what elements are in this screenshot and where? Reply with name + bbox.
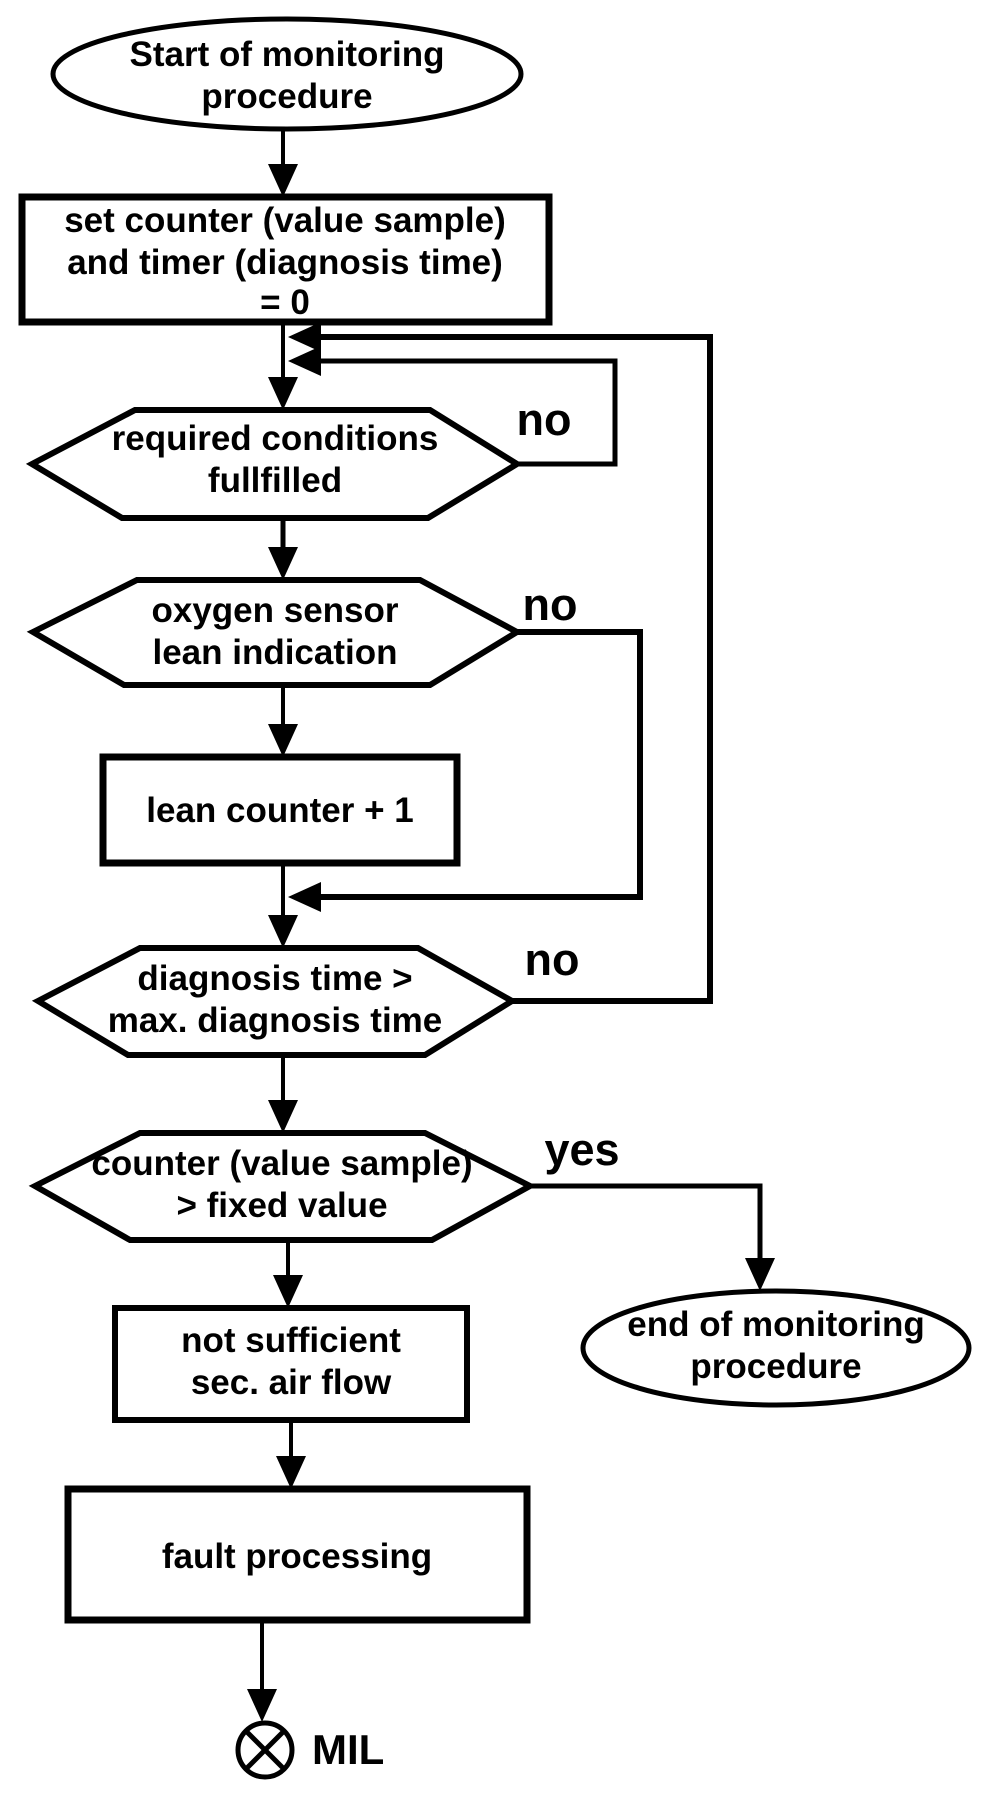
node-label-line: fault processing [162,1537,432,1576]
mil-symbol: MIL [235,1720,384,1780]
lean-counter-box: lean counter + 1 [99,753,461,867]
arrowhead-down-icon [276,1456,306,1489]
edge-label-no-diagnosis-time: no [525,934,580,985]
node-label-line: procedure [690,1347,861,1386]
edge-oxygen-sensor-no [288,629,643,912]
node-label-line: lean indication [152,633,397,672]
node-label-line: counter (value sample) [91,1144,472,1183]
counter-value-decision: counter (value sample) > fixed value [28,1130,537,1243]
edge-counter-to-notsufficient [273,1240,303,1308]
node-label-line: lean counter + 1 [146,791,413,830]
node-label-line: not sufficient [181,1321,401,1360]
edge-diagnosis-to-counter [268,1055,298,1133]
required-conditions-decision: required conditions fullfilled [25,407,523,521]
edge-label-no-required-conditions: no [517,394,572,445]
arrowhead-down-icon [745,1258,775,1291]
init-process-box: set counter (value sample) and timer (di… [18,193,553,326]
arrowhead-down-icon [268,915,298,948]
mil-label: MIL [312,1726,384,1773]
node-label-line: required conditions [112,419,439,458]
diagnosis-time-decision: diagnosis time > max. diagnosis time [31,945,518,1058]
arrowhead-left-icon [288,322,321,352]
edge-required-conditions-no [288,346,618,467]
edge-required-to-oxygen [268,518,298,580]
arrowhead-down-icon [268,164,298,197]
arrowhead-left-icon [288,882,321,912]
edge-notsufficient-to-fault [276,1420,306,1489]
edge-init-to-required [268,322,298,410]
edge-start-to-init [268,128,298,197]
node-label-line: and timer (diagnosis time) [67,243,503,282]
edge-lean-to-diagnosis [268,863,298,948]
arrowhead-left-icon [288,346,321,376]
arrowhead-down-icon [247,1689,277,1722]
not-sufficient-box: not sufficient sec. air flow [112,1305,470,1423]
node-label-line: = 0 [260,283,310,322]
oxygen-sensor-decision: oxygen sensor lean indication [26,577,524,688]
edge-label-yes-counter-value: yes [544,1124,619,1175]
node-label-line: > fixed value [176,1186,387,1225]
node-label-line: end of monitoring [627,1305,924,1344]
node-label-line: diagnosis time > [137,959,412,998]
arrowhead-down-icon [268,547,298,580]
start-terminal: Start of monitoring procedure [50,16,524,132]
end-terminal: end of monitoring procedure [580,1288,972,1408]
node-label-line: procedure [201,77,372,116]
edge-fault-to-mil [247,1620,277,1722]
edge-counter-value-yes [530,1183,775,1291]
arrowhead-down-icon [268,724,298,757]
edge-diagnosis-time-no [288,322,713,1004]
arrowhead-down-icon [268,1100,298,1133]
node-label-line: Start of monitoring [130,35,445,74]
edge-oxygen-to-lean [268,685,298,757]
node-label-line: max. diagnosis time [108,1001,443,1040]
node-label-line: set counter (value sample) [64,201,506,240]
fault-processing-box: fault processing [64,1485,531,1624]
node-label-line: fullfilled [208,461,342,500]
node-label-line: sec. air flow [191,1363,392,1402]
arrowhead-down-icon [268,377,298,410]
edge-label-no-oxygen-sensor: no [523,579,578,630]
arrowhead-down-icon [273,1275,303,1308]
node-label-line: oxygen sensor [151,591,398,630]
